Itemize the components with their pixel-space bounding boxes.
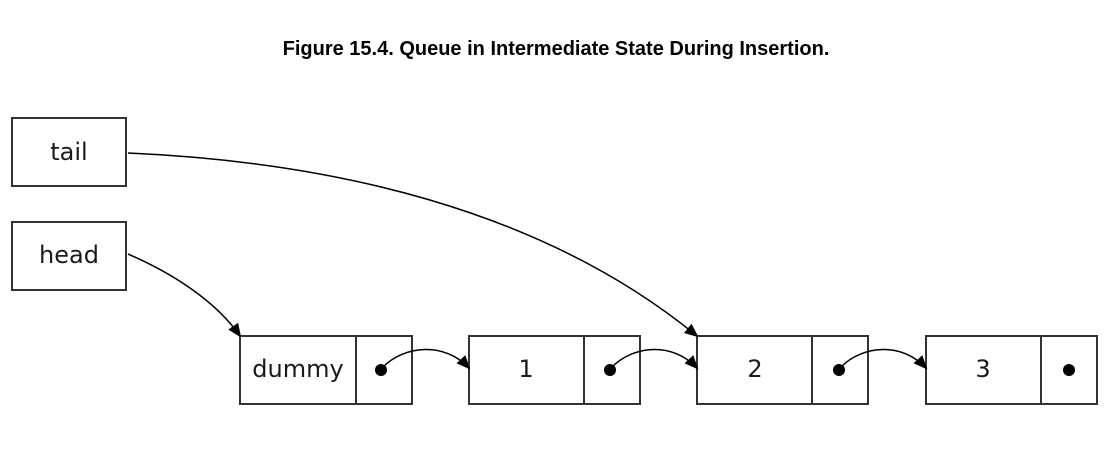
figure-caption: Figure 15.4. Queue in Intermediate State… [282, 38, 830, 60]
next-arrow-2-to-3 [840, 348, 928, 370]
head-label: head [39, 241, 99, 269]
next-arrow-dummy-to-1 [382, 348, 471, 370]
tail-arrow [127, 152, 699, 338]
node-value-label: 3 [975, 355, 990, 383]
node-value-label: 2 [747, 355, 762, 383]
node-value-cell [468, 335, 585, 405]
next-arrow-1-to-2 [611, 348, 699, 370]
node-value-label: dummy [252, 355, 343, 383]
queue-node-3: 3 [925, 335, 1098, 405]
queue-node-dummy: dummy [239, 335, 413, 405]
head-pointer-box: head [11, 221, 127, 291]
queue-node-1: 1 [468, 335, 641, 405]
node-value-label: 1 [518, 355, 533, 383]
tail-label: tail [50, 138, 87, 166]
queue-node-2: 2 [696, 335, 869, 405]
null-pointer-dot [1063, 364, 1075, 376]
head-arrow [127, 253, 242, 338]
tail-pointer-box: tail [11, 117, 127, 187]
node-value-cell [696, 335, 813, 405]
